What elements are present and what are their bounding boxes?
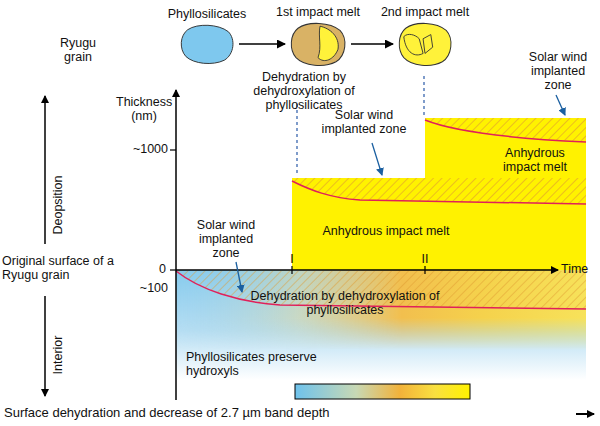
- melt-patch: [318, 26, 338, 60]
- text-label: Dehydration by dehydroxylation of phyllo…: [250, 289, 440, 317]
- leader-arrow: [372, 143, 382, 175]
- text-label: Phyllosilicates preserve hydroxyls: [186, 350, 336, 378]
- text-label: Anhydrous impact melt: [296, 224, 476, 238]
- text-label: II: [415, 252, 435, 266]
- gradient-bar: [295, 384, 470, 399]
- text-label: Ryugu grain: [50, 36, 106, 64]
- melt-patch: [404, 34, 433, 55]
- tick: [170, 149, 176, 150]
- implant-boundary: [425, 120, 586, 142]
- node-heading: Phyllosilicates: [168, 7, 247, 21]
- melt-layer: [425, 118, 586, 178]
- transition-arrow: [239, 43, 285, 45]
- grain-shape: [290, 22, 346, 66]
- implant-boundary: [292, 181, 586, 204]
- grain-outline: [291, 23, 345, 65]
- tick: [170, 269, 176, 270]
- node-caption: Dehydration by dehydroxylation of phyllo…: [229, 70, 379, 112]
- tick: [424, 266, 425, 274]
- dashed-marker: [296, 104, 297, 176]
- leader-arrow: [556, 95, 565, 115]
- text-label: ~100: [126, 281, 168, 295]
- interior-arrow: [44, 296, 46, 396]
- transition-arrow: [351, 43, 393, 45]
- text-label: Solar wind implanted zone: [518, 50, 598, 92]
- dehydration-gradient: [176, 270, 586, 350]
- text-label: ~1000: [126, 142, 168, 156]
- dashed-marker: [423, 76, 424, 116]
- grain-shape: [398, 22, 452, 66]
- y-axis: [175, 90, 177, 400]
- hatch-zone: [425, 118, 586, 142]
- tick: [291, 266, 292, 274]
- text-label: Surface dehydration and decrease of 2.7 …: [4, 406, 574, 420]
- text-label: Solar wind implanted zone: [186, 218, 266, 260]
- node-heading: 1st impact melt: [276, 5, 360, 19]
- melt-layer: [292, 178, 586, 270]
- leader-arrow: [236, 262, 242, 292]
- grain-outline: [181, 25, 233, 63]
- progress-arrow: [576, 413, 594, 415]
- grain-shape: [180, 24, 234, 64]
- hatch-zone: [292, 178, 586, 204]
- text-label: 0: [150, 262, 166, 276]
- deposition-arrow: [44, 96, 46, 244]
- text-label: Original surface of a Ryugu grain: [2, 254, 120, 282]
- text-label: Thickness (nm): [116, 95, 172, 123]
- grain-node: Phyllosilicates: [180, 24, 234, 64]
- grain-outline: [399, 23, 451, 65]
- grain-node: 2nd impact melt: [398, 22, 452, 66]
- grain-node: 1st impact meltDehydration by dehydroxyl…: [290, 22, 346, 66]
- text-label: Time: [561, 262, 599, 276]
- text-label: Solar wind implanted zone: [316, 108, 412, 136]
- interior-gradient: [176, 270, 586, 380]
- text-label: I: [284, 252, 300, 266]
- axis-label-vertical: Deopsition: [51, 165, 65, 245]
- node-heading: 2nd impact melt: [381, 5, 469, 19]
- text-label: Anhydrous impact melt: [500, 146, 570, 174]
- time-axis: [176, 269, 558, 271]
- axis-label-vertical: Interior: [51, 315, 65, 395]
